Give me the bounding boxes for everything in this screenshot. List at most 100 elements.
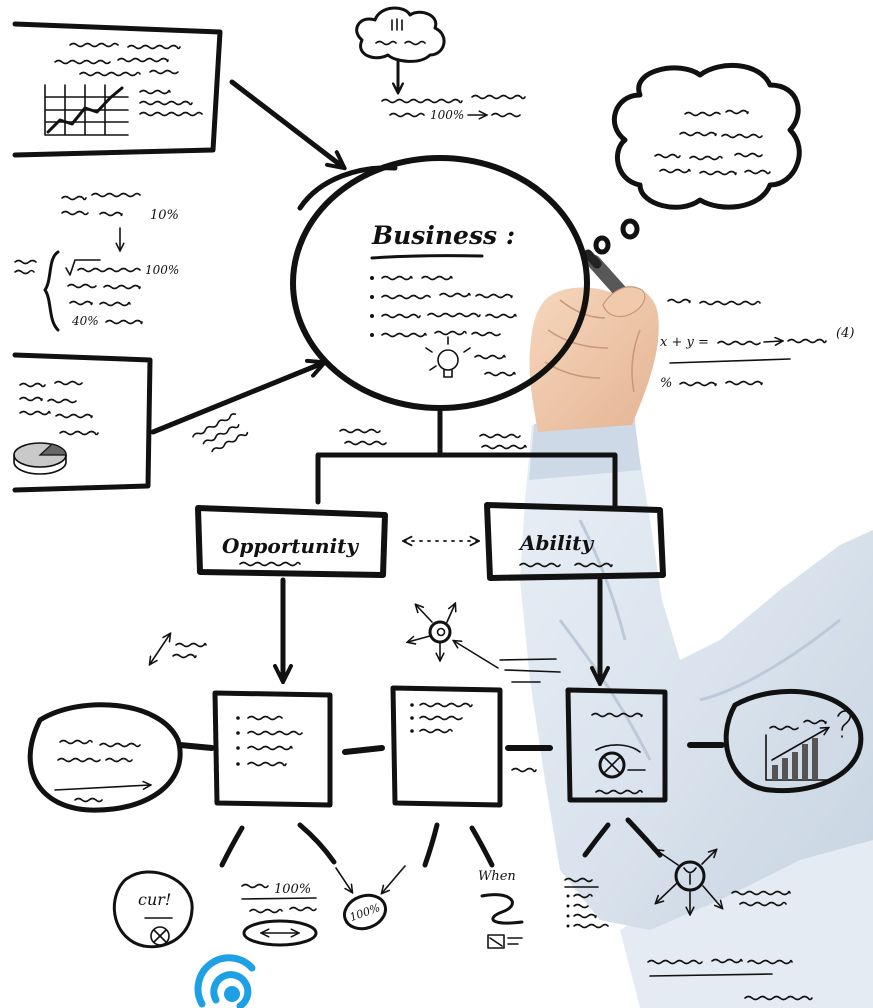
- scribble: [239, 561, 301, 567]
- scribble: [519, 562, 561, 568]
- scribble: [734, 152, 763, 158]
- torso-shirt: [620, 820, 873, 1008]
- rotated-note: [192, 413, 249, 453]
- scribble: [434, 330, 467, 336]
- lightbulb-icon: [425, 336, 471, 378]
- scribble: [574, 562, 613, 568]
- scribble: [595, 744, 646, 774]
- top-cloud: [355, 6, 446, 63]
- scribble: [59, 430, 99, 436]
- scribble: [479, 433, 521, 439]
- branch-stroke: [219, 825, 245, 868]
- scribble: [381, 275, 413, 281]
- ink-dot: [593, 235, 611, 255]
- scribble: [375, 40, 397, 46]
- ink-dot: [620, 218, 640, 240]
- scribble: [744, 995, 813, 1001]
- scribble: [689, 155, 723, 161]
- board-frame: [12, 21, 223, 158]
- scribble: [77, 267, 141, 273]
- scribble: [573, 893, 593, 899]
- scribble: [247, 745, 293, 751]
- title-underline: [370, 254, 484, 260]
- scribble: [381, 313, 421, 319]
- dash-connectors: [177, 742, 725, 755]
- scribble: [573, 913, 597, 919]
- scribble: [484, 371, 516, 377]
- document-right: [565, 687, 668, 803]
- scribble: [419, 715, 463, 721]
- scribble: [474, 354, 506, 360]
- oval: [242, 919, 318, 947]
- scribble: [69, 42, 119, 48]
- bottom-left-circle: cur!: [112, 870, 194, 949]
- scribble: [803, 719, 827, 725]
- scribble: [247, 761, 287, 767]
- board-frame: [12, 352, 153, 493]
- scribble: [769, 725, 799, 731]
- arrow-board-to-center: [229, 79, 343, 167]
- scribble: [573, 903, 589, 909]
- scribble: [105, 757, 133, 763]
- box-outline: [195, 505, 388, 578]
- scribble: [99, 742, 141, 748]
- bullet: [370, 276, 374, 280]
- scribble: [69, 300, 93, 306]
- scribble: [475, 293, 513, 299]
- note-right-formula: x + y =: [660, 335, 709, 350]
- scribble: [289, 906, 317, 912]
- note-bottom-when: When: [478, 869, 516, 884]
- branch-stroke: [297, 822, 337, 865]
- scribble: [381, 98, 463, 104]
- scribble: [711, 958, 743, 964]
- scribble: [647, 959, 703, 965]
- scribble: [55, 413, 93, 419]
- scribble: [419, 728, 453, 734]
- scribble: [421, 275, 453, 281]
- box-opportunity-label: Opportunity: [222, 534, 359, 558]
- scribble: [103, 284, 141, 290]
- box-ability-label: Ability: [518, 531, 595, 555]
- question-mark: [837, 710, 852, 738]
- scribble: [139, 111, 203, 117]
- scribble: [787, 338, 827, 344]
- scribble: [591, 712, 643, 718]
- scribble: [139, 100, 193, 106]
- scribble: [54, 380, 83, 386]
- scribble: [139, 89, 171, 95]
- note-bottom-circle: cur!: [138, 890, 171, 909]
- bullet: [370, 314, 374, 318]
- scribble: [404, 40, 426, 46]
- scribble: [79, 71, 141, 77]
- scribble: [249, 908, 283, 914]
- note-left-percent: 10%: [150, 208, 179, 223]
- bubble-outline: [723, 688, 864, 794]
- right-notes: x + y = (4) %: [660, 298, 854, 391]
- scribble: [485, 313, 517, 319]
- equals-lines: [499, 658, 561, 683]
- document-left: [212, 690, 333, 808]
- double-arrow: [150, 634, 170, 664]
- scribble: [419, 702, 473, 708]
- target-icon: [408, 604, 499, 669]
- scribble: [654, 153, 681, 159]
- scribble: [667, 298, 691, 304]
- document-outline: [390, 685, 503, 808]
- scribble: [481, 444, 527, 450]
- bubble-outline: [27, 702, 183, 813]
- scribble: [731, 890, 791, 896]
- scribble: [573, 923, 609, 929]
- logo-icon: [194, 954, 256, 1008]
- bullet: [370, 295, 374, 299]
- scribble: [99, 211, 123, 217]
- scribble: [699, 170, 737, 176]
- scribble: [14, 269, 35, 275]
- hand: [529, 286, 659, 432]
- scribble: [717, 340, 761, 346]
- scribble: [14, 259, 37, 265]
- bullet: [370, 333, 374, 337]
- scribble: [105, 319, 143, 325]
- cloud-outline: [355, 6, 446, 63]
- line-chart-icon: [44, 84, 129, 136]
